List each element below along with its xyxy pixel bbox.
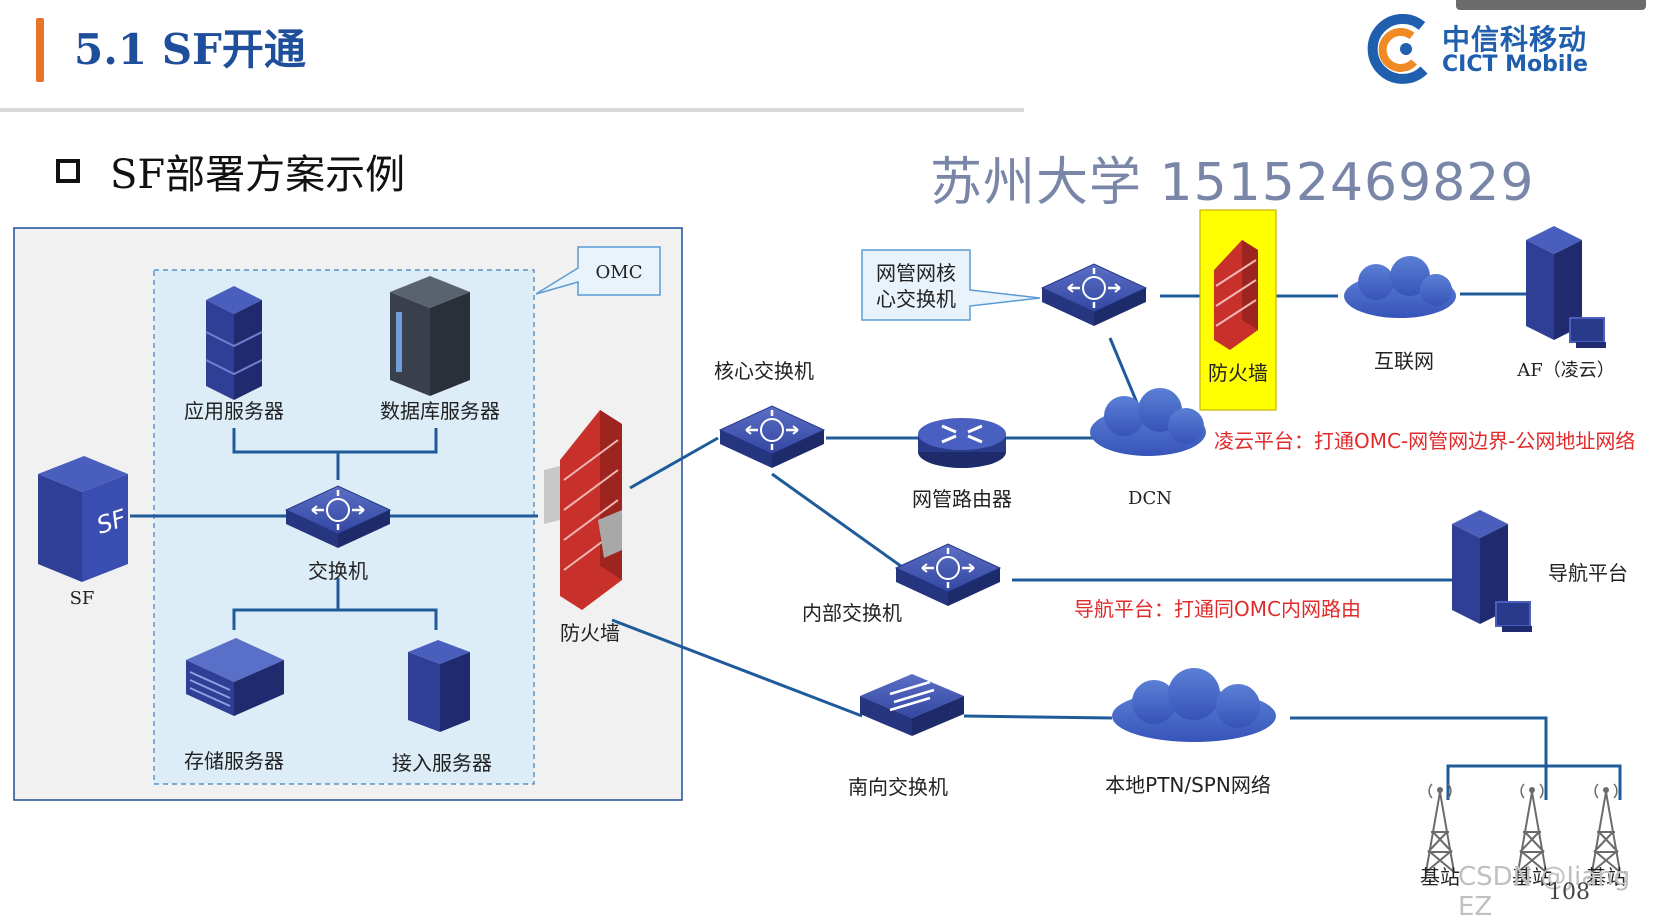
internal-switch-icon: [894, 542, 1002, 608]
csdn-watermark: CSDN @Jiang EZ: [1458, 862, 1631, 922]
sf-server-icon: SF: [38, 456, 131, 582]
firewall-left-icon: [544, 410, 622, 610]
watermark-text: 苏州大学 15152469829: [930, 153, 1535, 213]
core-switch-icon: [718, 404, 826, 470]
app-server-icon: [205, 286, 263, 400]
nm-core-label-2: 心交换机: [876, 287, 956, 311]
lingyun-note: 凌云平台：打通OMC-网管网边界-公网地址网络: [1214, 429, 1635, 453]
title-divider: [0, 108, 1024, 112]
omc-top-links: [232, 428, 438, 480]
link-nmcore-dcn: [1108, 337, 1142, 411]
link-south-ptn: [963, 714, 1113, 720]
nav-platform-label: 导航平台: [1548, 561, 1628, 585]
logo-text-en: CICT Mobile: [1442, 52, 1588, 77]
db-server-icon: [390, 276, 470, 396]
base-station-icon: [1517, 783, 1547, 873]
link-ptn-stations: [1290, 716, 1548, 800]
nm-core-switch-icon: [1040, 262, 1148, 328]
nm-core-callout: [861, 249, 1041, 321]
base-station-label: 基站: [1512, 865, 1552, 889]
base-station-icon: [1425, 783, 1455, 873]
link-core-internal: [771, 472, 913, 576]
link-firewall-core: [629, 436, 719, 490]
omc-bottom-links: [232, 578, 438, 630]
page-number: 108: [1548, 880, 1590, 905]
core-switch-label: 核心交换机: [714, 359, 814, 383]
base-station-label: 基站: [1586, 865, 1626, 889]
section-title: SF部署方案示例: [110, 152, 406, 198]
base-station-icon: [1591, 783, 1621, 873]
link-firewall-south: [611, 618, 863, 718]
ptn-cloud-icon: [1112, 668, 1276, 742]
south-switch-icon: [860, 674, 964, 736]
firewall-left-label: 防火墙: [560, 621, 620, 645]
access-server-label: 接入服务器: [392, 751, 492, 775]
south-switch-label: 南向交换机: [848, 775, 948, 799]
base-station-label: 基站: [1420, 865, 1460, 889]
af-workstation-icon: [1526, 226, 1606, 348]
logo-text-cn: 中信科移动: [1442, 23, 1588, 56]
nm-router-label: 网管路由器: [912, 487, 1012, 511]
window-top-tab: [1456, 0, 1646, 10]
db-server-label: 数据库服务器: [380, 399, 500, 423]
access-server-icon: [408, 640, 470, 732]
nm-core-label-1: 网管网核: [876, 261, 956, 285]
nav-platform-icon: [1452, 510, 1532, 632]
omc-label: OMC: [596, 262, 643, 283]
cict-logo-icon: [1367, 14, 1428, 84]
omc-switch-label: 交换机: [308, 559, 368, 583]
link-station-bus: [1446, 764, 1622, 800]
square-bullet-icon: [56, 159, 80, 183]
af-label: AF（凌云）: [1516, 360, 1615, 381]
app-server-label: 应用服务器: [184, 399, 284, 423]
sf-label: SF: [70, 588, 95, 609]
title-accent-bar: [36, 18, 44, 82]
ptn-network-label: 本地PTN/SPN网络: [1105, 773, 1271, 797]
internet-cloud-icon: [1344, 256, 1456, 318]
nav-note: 导航平台：打通同OMC内网路由: [1074, 597, 1361, 621]
storage-server-icon: [186, 638, 284, 716]
internal-switch-label: 内部交换机: [802, 601, 902, 625]
page-title: 5.1 SF开通: [74, 25, 306, 74]
dcn-label: DCN: [1128, 488, 1172, 509]
nm-router-icon: [918, 418, 1006, 468]
firewall-right-icon: [1214, 240, 1258, 350]
storage-server-label: 存储服务器: [184, 749, 284, 773]
firewall-right-label: 防火墙: [1208, 361, 1268, 385]
dcn-cloud-icon: [1090, 388, 1206, 456]
internet-label: 互联网: [1374, 349, 1434, 373]
section-heading: SF部署方案示例: [56, 142, 405, 200]
omc-callout: [535, 246, 661, 296]
